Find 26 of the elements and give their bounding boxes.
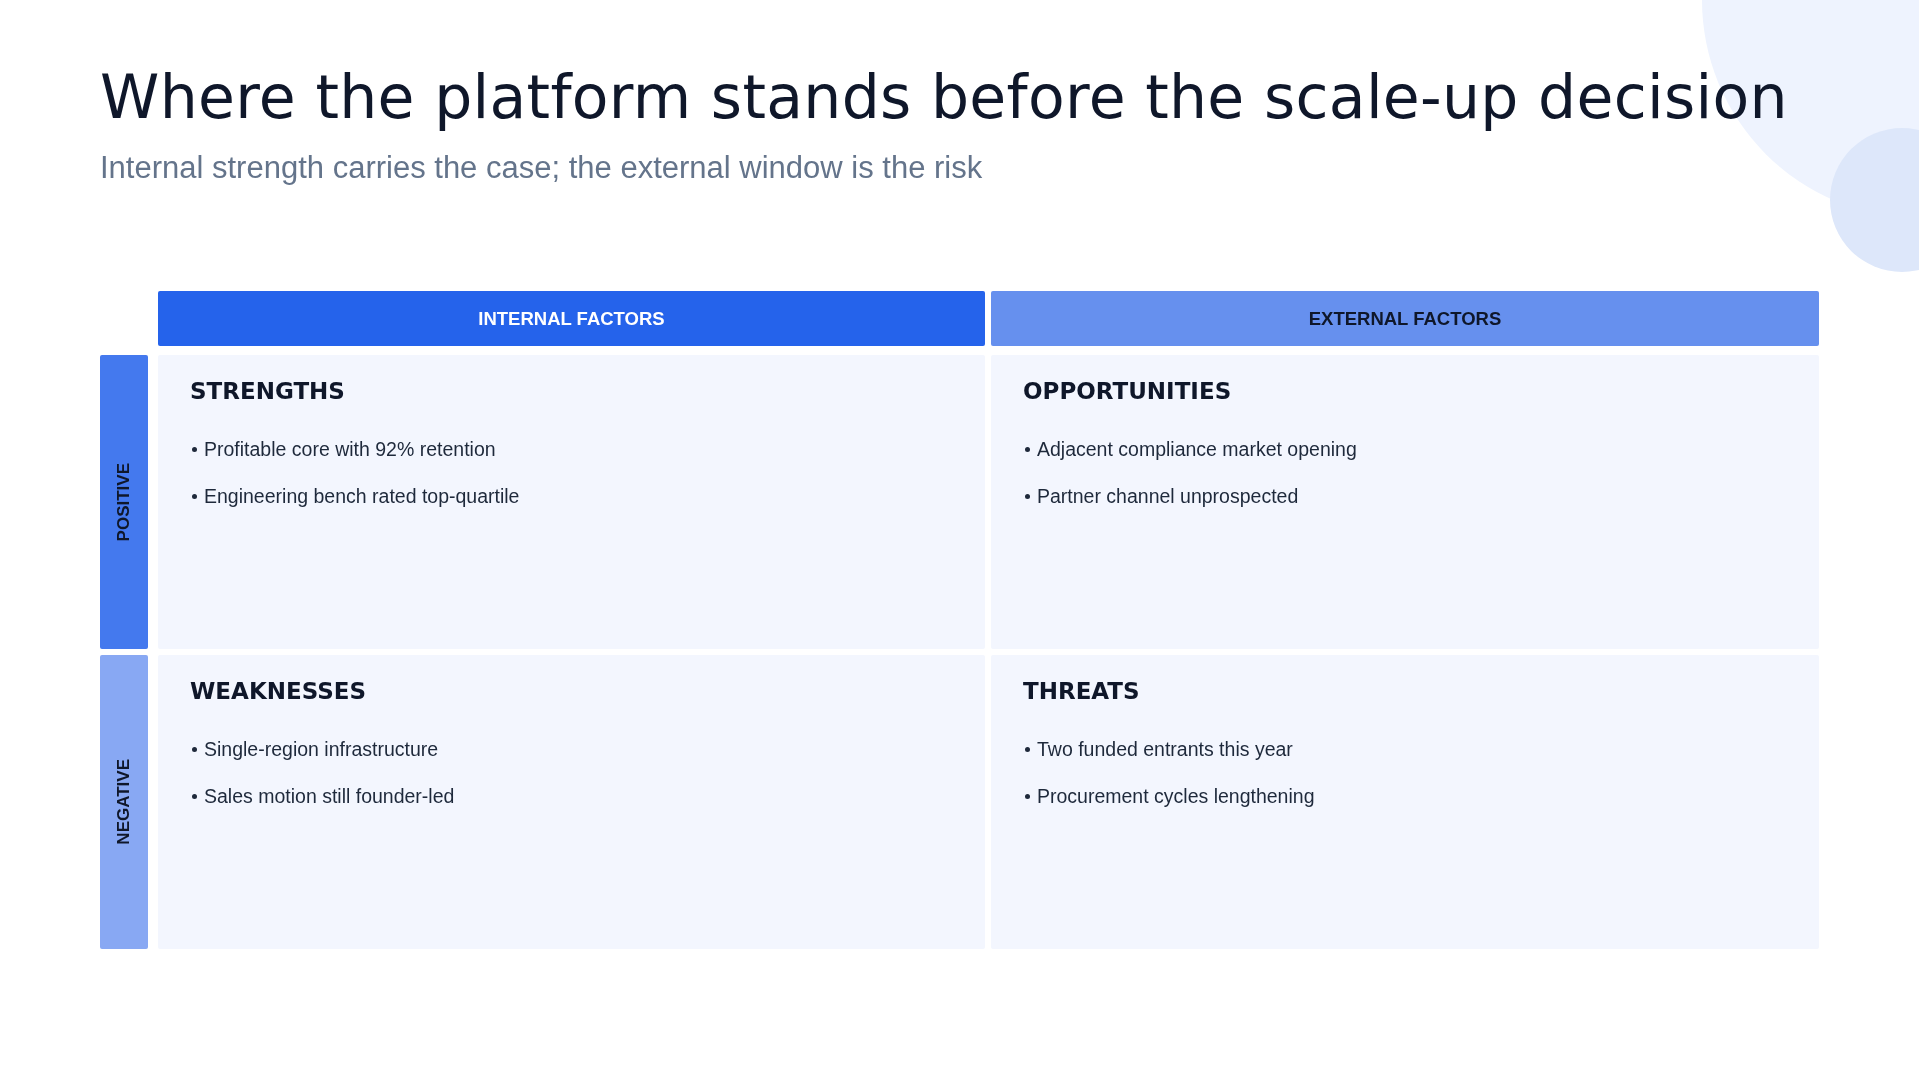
bullet-text: Engineering bench rated top-quartile — [204, 484, 520, 508]
quadrant-heading: WEAKNESSES — [190, 677, 367, 705]
column-header-label: EXTERNAL FACTORS — [1308, 307, 1502, 330]
column-header-label: INTERNAL FACTORS — [478, 307, 665, 330]
bullet-text: Sales motion still founder-led — [204, 784, 455, 808]
column-header-bar — [158, 291, 985, 346]
row-header-bar — [100, 355, 148, 649]
quadrant-panel — [991, 655, 1819, 949]
slide-subtitle: Internal strength carries the case; the external window is the risk — [100, 150, 983, 186]
row-header-label: NEGATIVE — [114, 759, 134, 845]
quadrant-panel — [991, 355, 1819, 649]
row-header-bar — [100, 655, 148, 949]
quadrant-heading: THREATS — [1023, 677, 1140, 705]
quadrant-heading: OPPORTUNITIES — [1023, 377, 1232, 405]
quadrant-heading: STRENGTHS — [190, 377, 345, 405]
bullet-text: Adjacent compliance market opening — [1037, 437, 1357, 461]
bullet-text: Two funded entrants this year — [1037, 737, 1293, 761]
bullet-text: Profitable core with 92% retention — [204, 437, 496, 461]
bullet-text: Partner channel unprospected — [1037, 484, 1299, 508]
row-header-label: POSITIVE — [114, 462, 134, 542]
column-header-bar — [991, 291, 1819, 346]
quadrant-panel — [158, 655, 985, 949]
bullet-text: Procurement cycles lengthening — [1037, 784, 1315, 808]
bullet-text: Single-region infrastructure — [204, 737, 439, 761]
slide-title: Where the platform stands before the scale-up decision — [100, 62, 1788, 132]
quadrant-panel — [158, 355, 985, 649]
